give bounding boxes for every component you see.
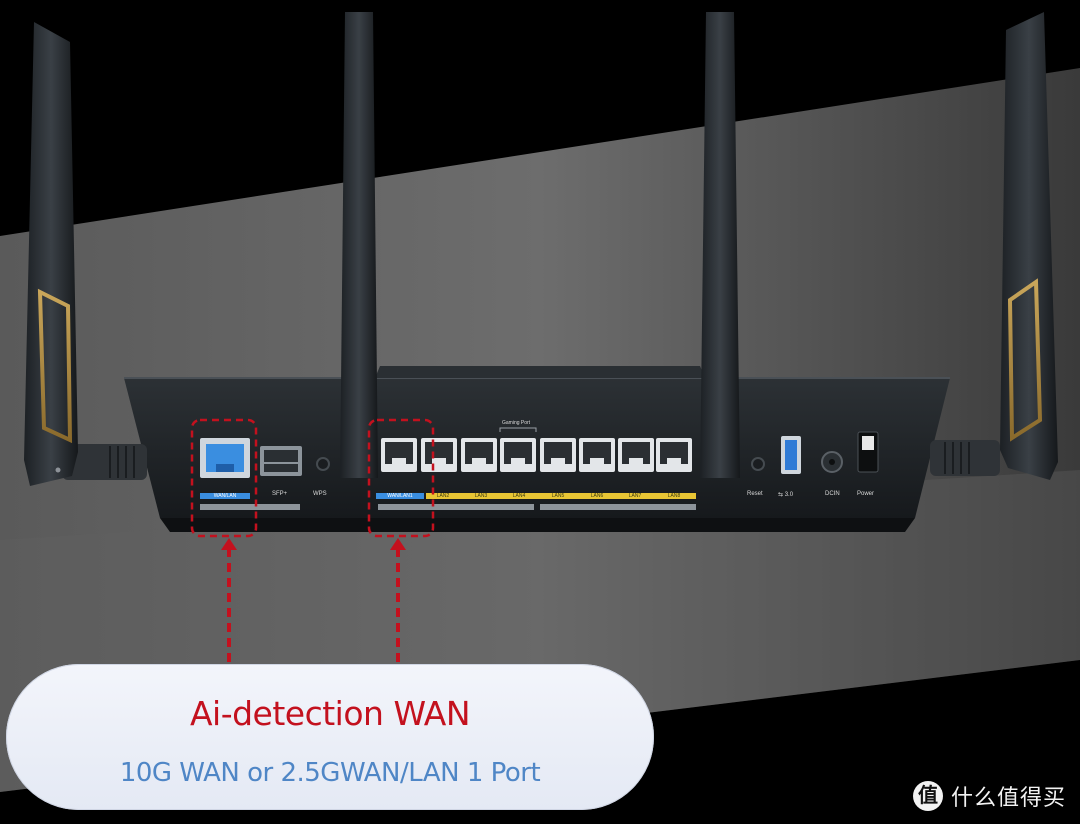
- right-antenna-connector: [930, 440, 1000, 476]
- lan2-label: LAN2: [436, 493, 450, 499]
- callout-subtitle: 10G WAN or 2.5GWAN/LAN 1 Port: [119, 758, 541, 788]
- lan6-label: LAN6: [590, 493, 604, 499]
- lan7-label: LAN7: [628, 493, 642, 499]
- reset-button: [751, 457, 765, 471]
- sfp-label: SFP+: [272, 491, 288, 497]
- wps-label: WPS: [313, 491, 327, 497]
- gaming-port-label: Gaming Port: [502, 420, 531, 426]
- highlight-box-wan-lan1: [367, 418, 435, 538]
- wan-lan1-label: WAN/LAN1: [376, 493, 424, 499]
- callout-title: Ai-detection WAN: [189, 694, 471, 733]
- antenna-center-left: [340, 12, 378, 478]
- lan8-label: LAN8: [667, 493, 681, 499]
- watermark-logo-icon: 值: [912, 781, 943, 811]
- lan-ports: [381, 438, 692, 472]
- reset-label: Reset: [747, 491, 763, 497]
- lan3-label: LAN3: [474, 493, 488, 499]
- usb-label: ⇆ 3.0: [778, 492, 794, 498]
- watermark-text: 什么值得买: [950, 786, 1066, 811]
- arrow-head-wan: [221, 538, 237, 550]
- antenna-far-left: [24, 22, 78, 486]
- antenna-far-right: [1000, 12, 1058, 480]
- highlight-box-wan: [190, 418, 258, 538]
- dcin-label: DCIN: [825, 491, 840, 497]
- router-body: [124, 378, 950, 518]
- arrow-head-wan-lan1: [390, 538, 406, 550]
- lan4-label: LAN4: [512, 493, 526, 499]
- callout-box: Ai-detection WAN 10G WAN or 2.5GWAN/LAN …: [6, 664, 654, 810]
- power-label: Power: [857, 491, 875, 497]
- lan5-label: LAN5: [551, 493, 565, 499]
- wan-lan-label: WAN/LAN: [200, 493, 250, 499]
- wps-button: [316, 457, 330, 471]
- watermark: 值 什么值得买: [912, 778, 1066, 814]
- antenna-center-right: [700, 12, 740, 478]
